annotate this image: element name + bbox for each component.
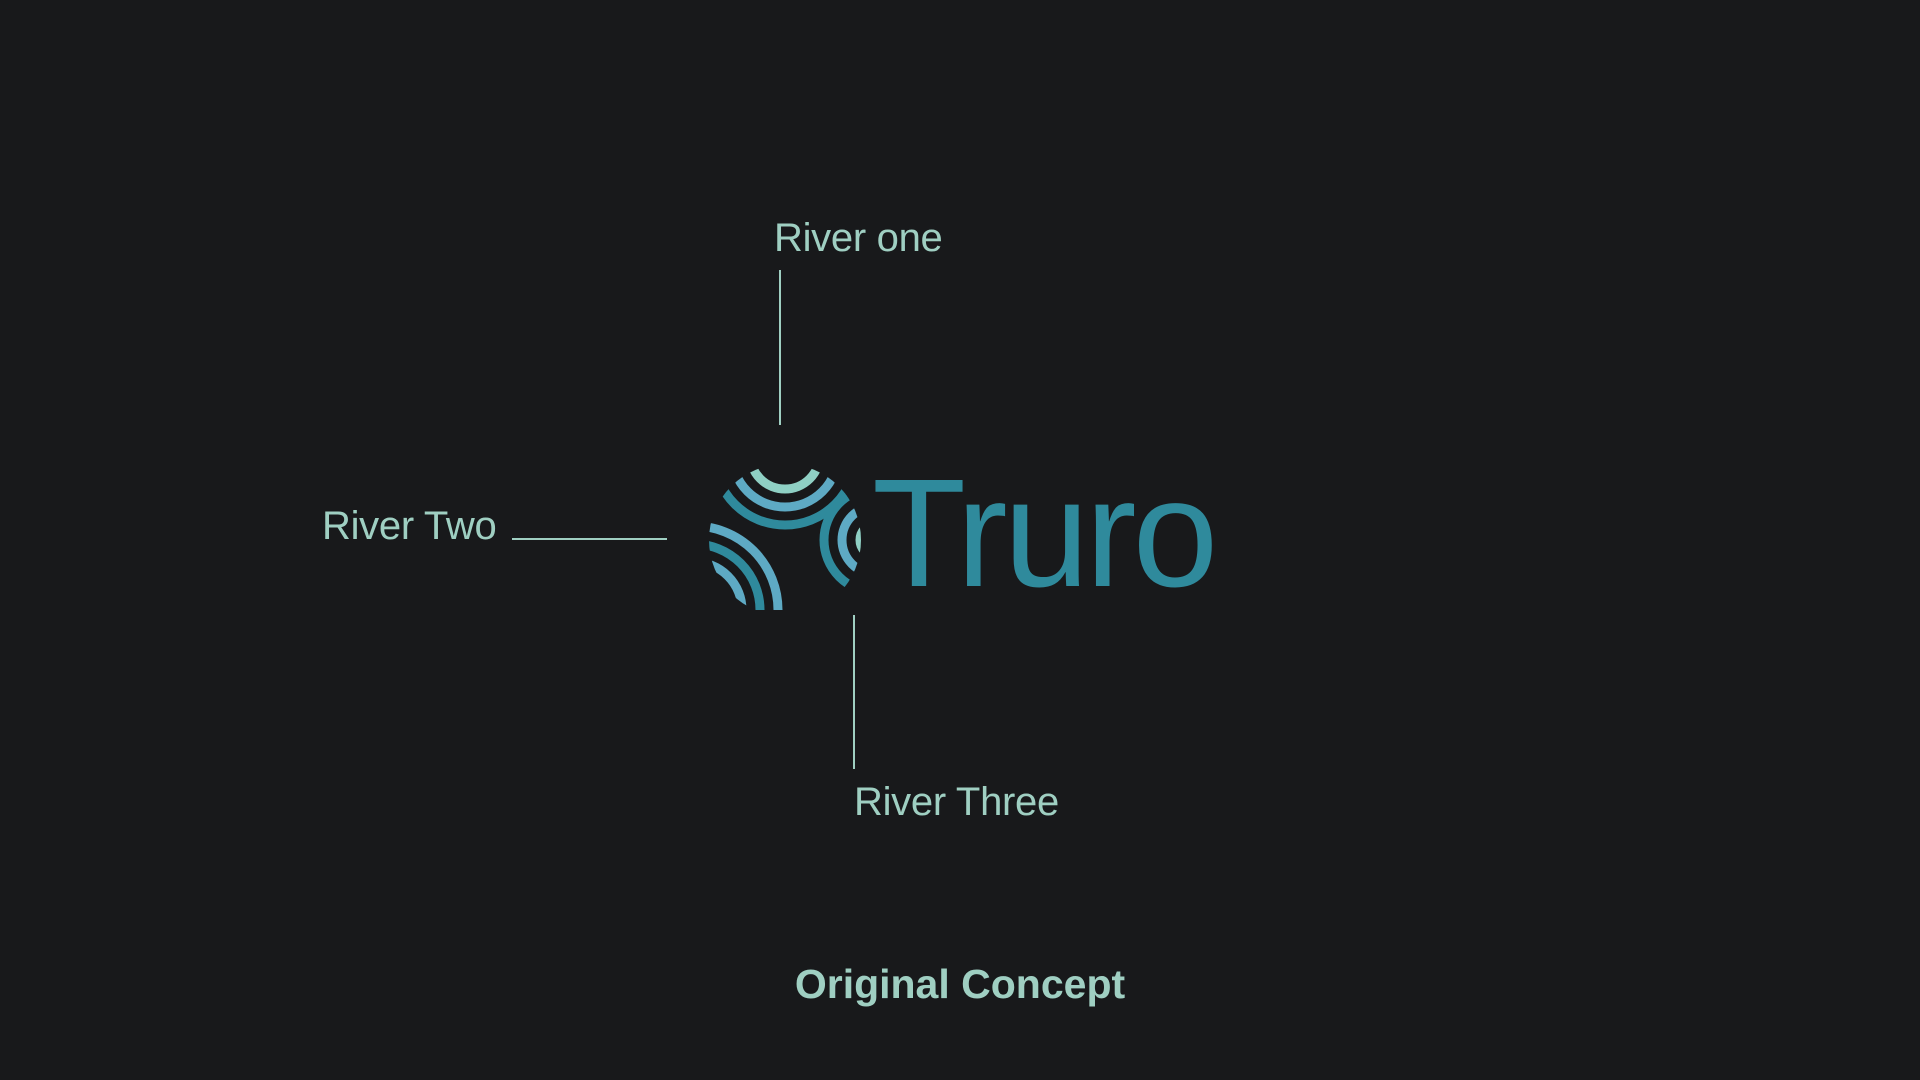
river-two-arcs (709, 521, 783, 611)
truro-wordmark: Truro (872, 447, 1218, 619)
river-three-leader-line (853, 615, 855, 769)
river-one-leader-line (779, 270, 781, 425)
concentric-river-arcs-circle-icon (709, 464, 861, 611)
river-two-label: River Two (322, 504, 497, 548)
river-three-label: River Three (854, 780, 1059, 824)
page-caption: Original Concept (794, 961, 1126, 1007)
river-one-label: River one (774, 216, 943, 260)
river-two-leader-line (512, 538, 667, 540)
